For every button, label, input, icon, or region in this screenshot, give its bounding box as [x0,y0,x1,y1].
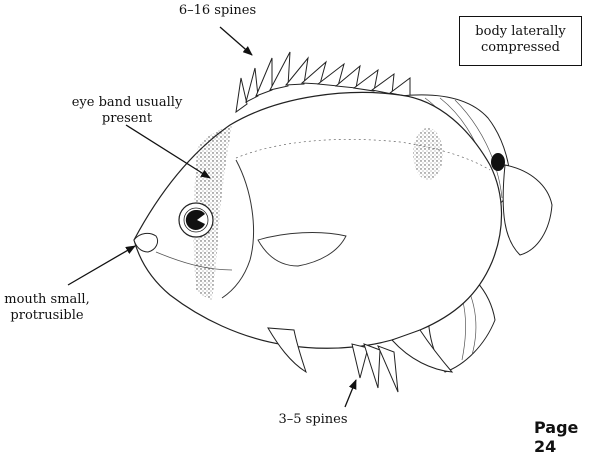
label-mouth-line1: mouth small, [0,292,94,308]
label-dorsal-spines: 6–16 spines [170,3,265,19]
label-body-line2: compressed [460,40,581,56]
label-anal-spines: 3–5 spines [268,412,358,428]
eye-icon [179,203,213,237]
page-number: Page 24 [534,418,601,456]
label-body-line1: body laterally [460,24,581,40]
shoulder-patch [413,128,443,180]
arrow-mouth [68,246,135,285]
ocellus-spot [491,153,505,171]
label-eye-band-line1: eye band usually [52,95,202,111]
arrow-bottom-spines [345,380,356,407]
label-mouth: mouth small, protrusible [0,292,94,324]
label-dorsal-spines-text: 6–16 spines [170,3,265,19]
label-body-box: body laterally compressed [459,16,582,66]
label-eye-band: eye band usually present [52,95,202,127]
label-anal-spines-text: 3–5 spines [268,412,358,428]
arrow-top-spines [220,27,252,55]
label-eye-band-line2: present [52,111,202,127]
label-mouth-line2: protrusible [0,308,94,324]
